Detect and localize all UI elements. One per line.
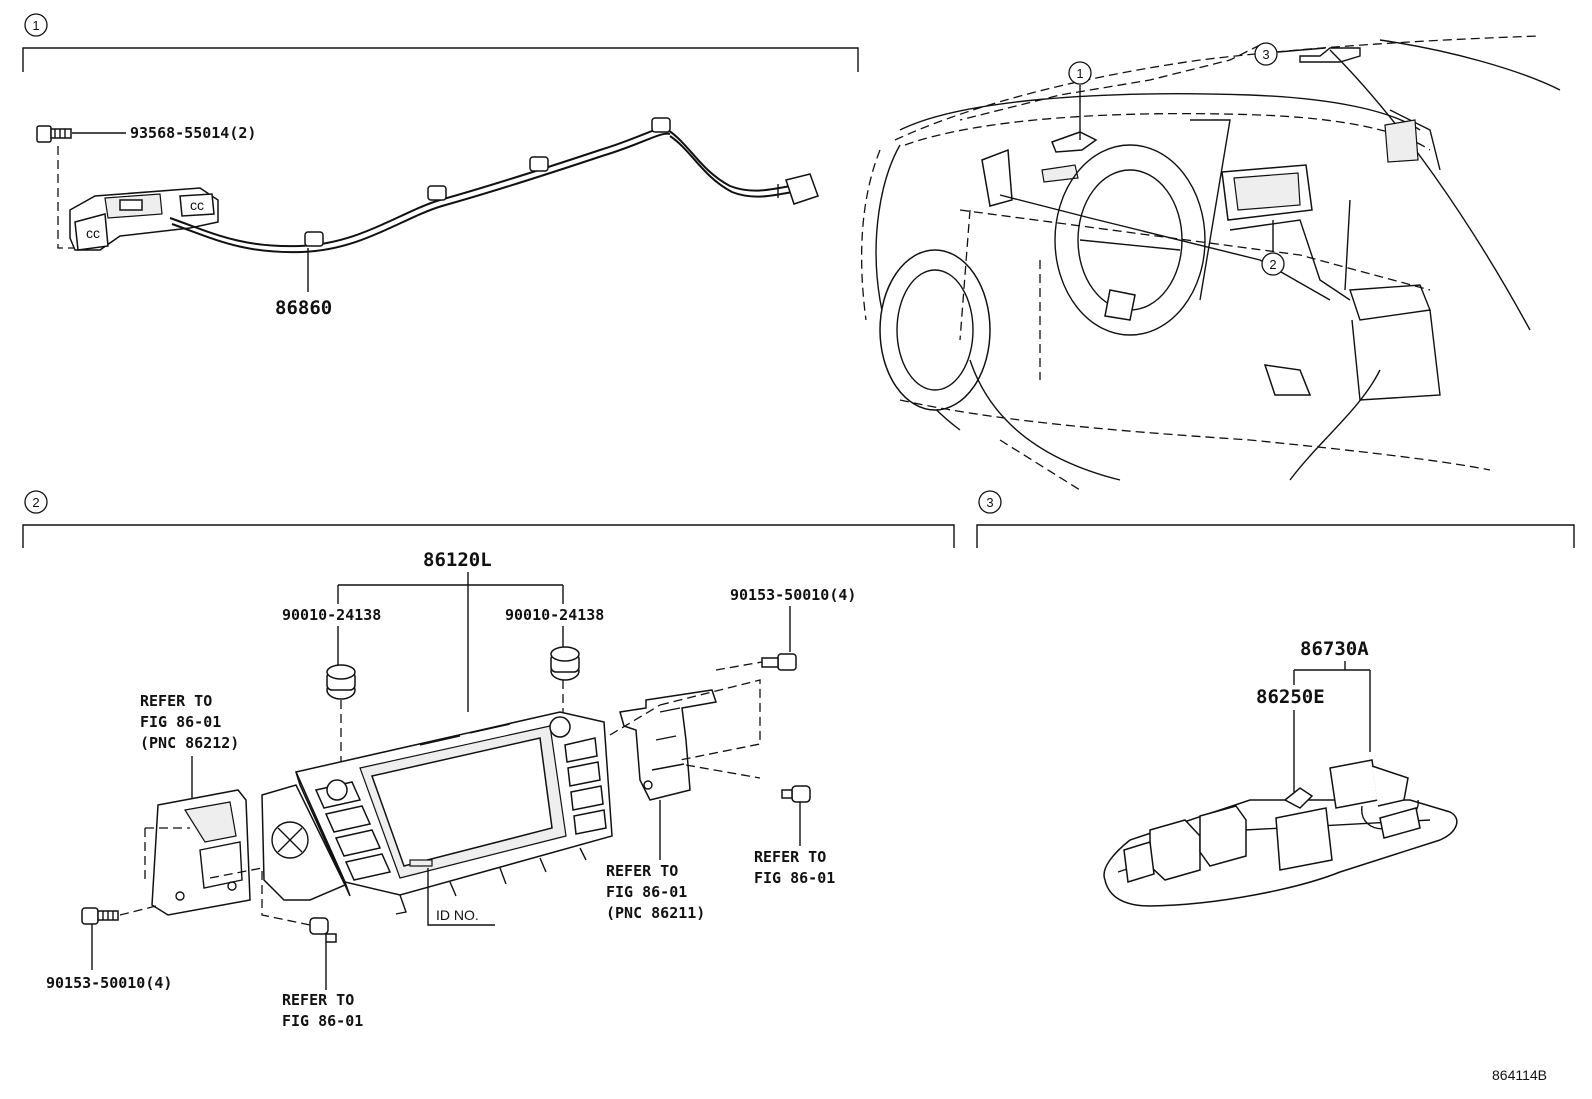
label-90153-top-right: 90153-50010(4): [730, 586, 856, 604]
camera-bracket: cc cc: [69, 187, 219, 251]
leader-id-no: [427, 868, 495, 926]
screw-90010-right: [550, 646, 580, 681]
screw-90010-left: [326, 664, 356, 700]
bolt-path-bottom-left: [119, 904, 161, 916]
refer-left-line1: REFER TO: [140, 692, 212, 710]
section-2-number: 2: [32, 495, 39, 510]
label-93568-55014: 93568-55014(2): [130, 124, 256, 142]
bolt-93568: [36, 125, 72, 143]
callout-2: 2: [1261, 220, 1285, 276]
bolt-90153-top-right: [761, 653, 797, 671]
bolt-path-93568: [57, 146, 78, 249]
section-1-bracket: [22, 47, 859, 72]
label-90010-right: 90010-24138: [505, 606, 604, 624]
section-3-bracket: [976, 524, 1575, 548]
callout-2-number: 2: [1269, 257, 1276, 272]
refer-left-line3: (PNC 86212): [140, 734, 239, 752]
callout-1: 1: [1068, 61, 1092, 140]
refer-mid-line2: FIG 86-01: [606, 883, 687, 901]
label-86860: 86860: [275, 297, 332, 319]
svg-text:cc: cc: [86, 225, 100, 241]
label-86250E: 86250E: [1256, 686, 1325, 708]
section-3-marker: 3: [978, 490, 1002, 514]
refer-bottom-line2: FIG 86-01: [282, 1012, 363, 1030]
bolt-refer-right: [781, 785, 811, 803]
bolt-path-top-right: [715, 661, 763, 671]
callout-1-number: 1: [1076, 66, 1083, 81]
display-unit-86120L: [261, 711, 613, 915]
refer-mid-line3: (PNC 86211): [606, 904, 705, 922]
refer-right-line2: FIG 86-01: [754, 869, 835, 887]
bracket-right-86211: [619, 689, 717, 801]
section-3-number: 3: [986, 495, 993, 510]
label-86120L: 86120L: [423, 549, 492, 571]
section-2-marker: 2: [24, 490, 48, 514]
refer-right-line1: REFER TO: [754, 848, 826, 866]
section-2-bracket: [22, 524, 955, 548]
section-1-marker: 1: [24, 13, 48, 37]
callout-3-number: 3: [1262, 47, 1269, 62]
leader-86730A: [1293, 661, 1371, 752]
section-1-number: 1: [32, 18, 39, 33]
diagram-id: 864114B: [1492, 1067, 1547, 1083]
leader-86120L: [337, 572, 564, 712]
car-interior-illustration: [860, 35, 1561, 491]
svg-text:cc: cc: [190, 197, 204, 213]
bracket-left-86212: [151, 789, 251, 916]
label-id-no: ID NO.: [436, 907, 479, 923]
refer-mid-line1: REFER TO: [606, 862, 678, 880]
label-90153-bottom-left: 90153-50010(4): [46, 974, 172, 992]
harness-86860: [169, 117, 819, 254]
bracket-left-dash: [144, 827, 311, 926]
label-90010-left: 90010-24138: [282, 606, 381, 624]
refer-left-line2: FIG 86-01: [140, 713, 221, 731]
label-86730A: 86730A: [1300, 638, 1369, 660]
bolt-refer-bottom: [309, 917, 337, 943]
overhead-console-86730A: [1103, 759, 1458, 907]
bolt-90153-bottom-left: [81, 907, 119, 925]
callout-3: 3: [1254, 42, 1326, 66]
bracket-right-dash: [609, 679, 761, 779]
refer-bottom-line1: REFER TO: [282, 991, 354, 1009]
